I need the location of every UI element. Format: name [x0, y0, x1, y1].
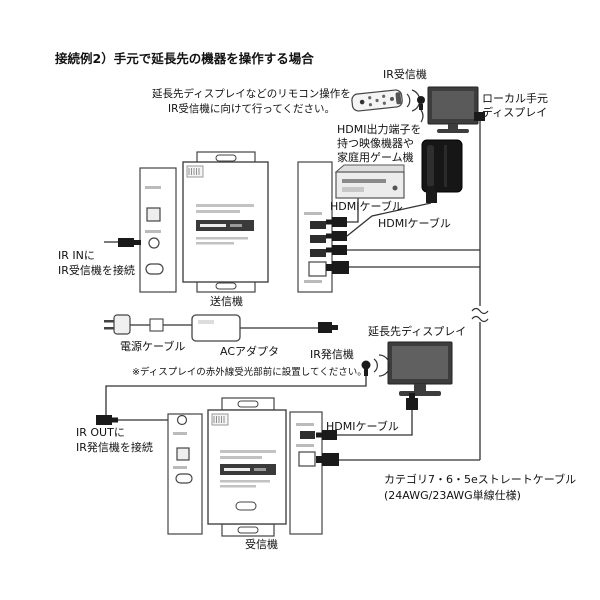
console-hdmi-plug — [426, 186, 437, 203]
ir-emitter-icon — [361, 360, 371, 376]
hdmi-plug-receiver — [316, 430, 337, 440]
hdmi-cable-label-a: HDMIケーブル — [330, 200, 403, 213]
source-device-label-line2: 持つ映像機器や — [337, 137, 414, 150]
ir-out-plug — [96, 415, 118, 425]
transmitter-left-panel — [139, 167, 177, 293]
ir-out-note-line1: IR OUTに — [76, 426, 125, 439]
hdmi-cable-label-b: HDMIケーブル — [378, 217, 451, 230]
source-device-label-line3: 家庭用ゲーム機 — [337, 151, 414, 164]
receiver-front-view — [207, 397, 287, 537]
ac-adapter-box — [191, 314, 241, 342]
hdmi-plug-local-display — [326, 245, 347, 255]
local-display-label-line2: ディスプレイ — [482, 106, 548, 119]
ac-adapter-label: ACアダプタ — [220, 345, 280, 358]
ir-in-note-line2: IR受信機を接続 — [58, 264, 135, 277]
ir-emitter-waves-icon — [373, 354, 391, 377]
rj45-plug-transmitter — [326, 261, 349, 274]
cat-cable-label-line2: (24AWG/23AWG単線仕様) — [384, 489, 521, 502]
ir-emitter-label: IR発信機 — [310, 348, 354, 361]
disc-player — [334, 164, 405, 199]
ir-receiver-head-icon — [417, 96, 425, 123]
transmitter-cable-plugs — [326, 217, 349, 274]
receiver-right-panel — [289, 411, 323, 535]
ir-in-note-line1: IR INに — [58, 249, 95, 262]
local-display-label-line1: ローカル手元 — [482, 92, 548, 105]
ir-in-plug — [118, 238, 141, 247]
cable-break-mark — [471, 306, 489, 323]
ir-receiver-label: IR受信機 — [383, 68, 427, 81]
transmitter-label: 送信機 — [210, 295, 243, 308]
extended-display-monitor — [387, 341, 453, 396]
local-display-hdmi-plug — [474, 112, 485, 121]
receiver-left-panel — [167, 413, 203, 535]
hdmi-plug-console — [326, 231, 347, 241]
remote-instruction-line2: IR受信機に向けて行ってください。 — [168, 103, 336, 115]
cat-cable-label-line1: カテゴリ7・6・5eストレートケーブル — [384, 473, 577, 486]
diagram-title: 接続例2）手元で延長先の機器を操作する場合 — [55, 51, 314, 66]
receiver-serial-sticker — [211, 413, 229, 426]
display-hdmi-plug-bottom — [406, 393, 418, 410]
power-cable-label: 電源ケーブル — [120, 340, 186, 353]
cable-lines — [104, 121, 481, 461]
transmitter-right-panel — [297, 161, 333, 293]
hdmi-plug-source — [326, 217, 347, 227]
power-connector — [149, 318, 164, 332]
ir-emitter-note: ※ディスプレイの赤外線受光部前に設置してください。 — [132, 367, 367, 378]
remote-instruction-line1: 延長先ディスプレイなどのリモコン操作を — [152, 88, 351, 100]
transmitter-front-view — [182, 151, 269, 293]
receiver-cable-plugs — [96, 415, 339, 466]
source-device-label-line1: HDMI出力端子を — [337, 123, 422, 136]
extended-display-label: 延長先ディスプレイ — [368, 325, 467, 338]
local-display-monitor — [427, 86, 479, 133]
remote-control-icon — [351, 89, 403, 112]
rj45-plug-receiver — [316, 453, 339, 466]
hdmi-cable-label-bottom: HDMIケーブル — [326, 420, 399, 433]
dc-plug — [318, 322, 338, 333]
transmitter-serial-sticker — [186, 165, 204, 178]
receiver-label: 受信機 — [245, 538, 278, 551]
ir-out-note-line2: IR発信機を接続 — [76, 441, 153, 454]
game-console — [421, 139, 463, 193]
power-plug-icon — [104, 314, 131, 335]
